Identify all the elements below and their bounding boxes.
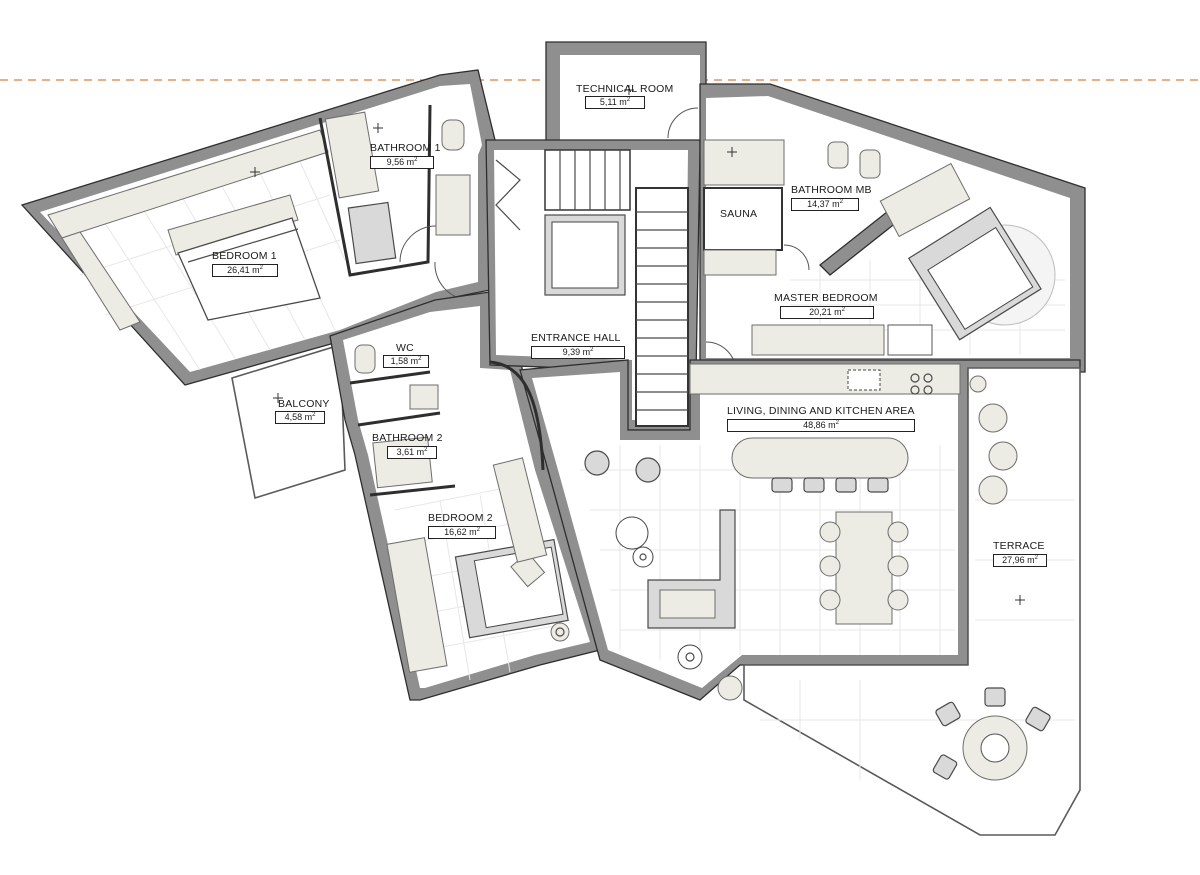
bathroom2-shower bbox=[372, 436, 433, 489]
terrace-lounge-chairs bbox=[969, 375, 1018, 505]
master-bedroom-area: 20,21 m2 bbox=[780, 306, 874, 319]
bathroom1-toilet bbox=[441, 119, 465, 151]
wc-toilet bbox=[354, 344, 376, 374]
bedroom2-divider bbox=[369, 484, 456, 497]
bedroom2-area: 16,62 m2 bbox=[428, 526, 496, 539]
mb-toilet bbox=[859, 149, 881, 179]
master-wardrobe bbox=[751, 324, 885, 356]
bedroom2-bed bbox=[454, 538, 569, 639]
bathroom-mb-label: BATHROOM MB bbox=[791, 184, 872, 196]
sauna-room bbox=[703, 187, 783, 251]
bathroom1-sink bbox=[435, 174, 471, 236]
stair-icon bbox=[495, 149, 689, 427]
bathroom-mb-area: 14,37 m2 bbox=[791, 198, 859, 211]
wc-divider bbox=[349, 370, 431, 385]
bar-stools bbox=[771, 477, 889, 493]
bedroom2-desk bbox=[492, 457, 548, 563]
bedroom1-label: BEDROOM 1 bbox=[212, 250, 277, 262]
mb-bathtub bbox=[879, 162, 971, 238]
mb-sink-counter bbox=[703, 139, 785, 186]
armchair bbox=[635, 457, 661, 483]
bathroom2-sink bbox=[409, 384, 439, 410]
armchair bbox=[584, 450, 610, 476]
cooktop bbox=[847, 369, 881, 391]
bathroom2-divider bbox=[357, 411, 441, 427]
bedroom2-wardrobe bbox=[386, 537, 448, 673]
terrace-tiles bbox=[760, 499, 1075, 780]
door-swing-icon bbox=[399, 225, 437, 263]
dining-table bbox=[835, 511, 893, 625]
bedroom1-side-cabinet bbox=[61, 231, 141, 331]
bathroom2-area: 3,61 m2 bbox=[387, 446, 437, 459]
kitchen-counter bbox=[689, 363, 961, 395]
balcony-label: BALCONY bbox=[278, 398, 330, 410]
terrace-label: TERRACE bbox=[993, 540, 1045, 552]
wc-area: 1,58 m2 bbox=[383, 355, 429, 368]
dining-chairs bbox=[819, 521, 909, 611]
wc-label: WC bbox=[396, 342, 414, 354]
master-bedroom-label: MASTER BEDROOM bbox=[774, 292, 878, 304]
living-area: 48,86 m2 bbox=[727, 419, 915, 432]
door-swing-icon bbox=[783, 244, 810, 271]
coffee-table bbox=[615, 516, 649, 550]
bathroom1-label: BATHROOM 1 bbox=[370, 142, 441, 154]
shower bbox=[347, 201, 397, 265]
master-dresser bbox=[887, 324, 933, 356]
bathtub bbox=[324, 111, 380, 199]
mb-bidet bbox=[827, 141, 849, 169]
hall-curved-wall bbox=[489, 360, 545, 471]
bedroom1-area: 26,41 m2 bbox=[212, 264, 278, 277]
door-swing-icon bbox=[667, 107, 699, 139]
bathroom1-wall bbox=[318, 104, 432, 277]
bedroom2-label: BEDROOM 2 bbox=[428, 512, 493, 524]
master-bed bbox=[907, 206, 1042, 341]
technical-room-area: 5,11 m2 bbox=[585, 96, 645, 109]
bathroom1-area: 9,56 m2 bbox=[370, 156, 434, 169]
technical-room-label: TECHNICAL ROOM bbox=[576, 83, 674, 95]
bathroom2-label: BATHROOM 2 bbox=[372, 432, 443, 444]
living-label: LIVING, DINING AND KITCHEN AREA bbox=[727, 405, 915, 417]
terrace-dining-set bbox=[932, 687, 1051, 781]
washing-machine bbox=[550, 622, 570, 642]
terrace-planter bbox=[717, 675, 743, 701]
center-cross-icon bbox=[250, 85, 1025, 605]
round-table-icon bbox=[632, 546, 654, 568]
kitchen-island bbox=[731, 437, 909, 479]
balcony-area: 4,58 m2 bbox=[275, 411, 325, 424]
terrace-area: 27,96 m2 bbox=[993, 554, 1047, 567]
round-table-icon bbox=[677, 644, 703, 670]
sauna-label: SAUNA bbox=[720, 208, 758, 220]
entrance-hall-label: ENTRANCE HALL bbox=[531, 332, 621, 344]
entrance-hall-area: 9,39 m2 bbox=[531, 346, 625, 359]
sauna-bench bbox=[703, 249, 777, 276]
